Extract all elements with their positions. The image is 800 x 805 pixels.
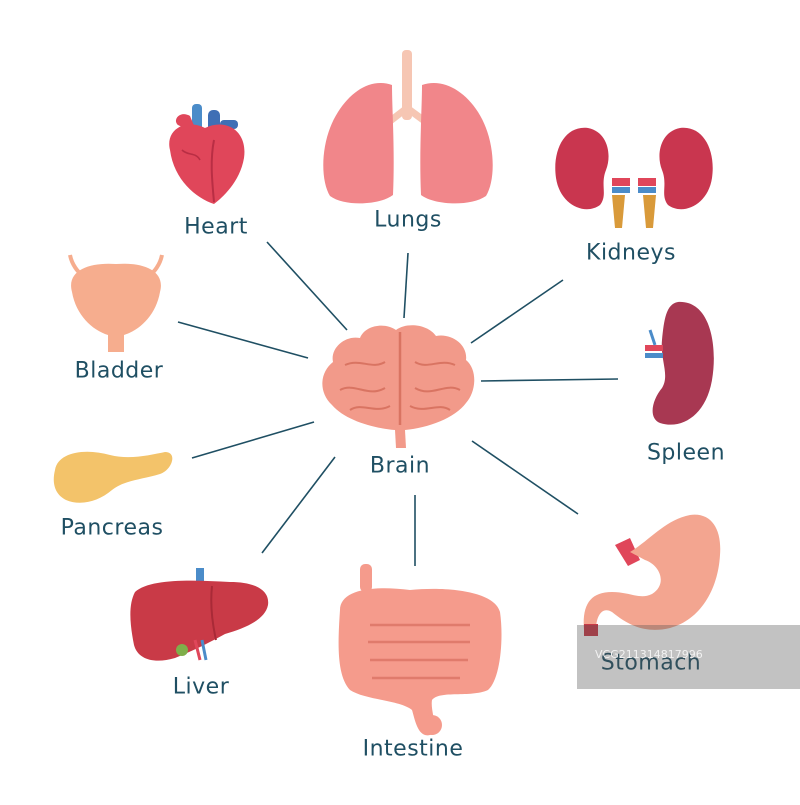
brain-label: Brain <box>369 453 431 479</box>
brain-illustration <box>322 325 475 448</box>
connector-stomach <box>471 440 579 515</box>
watermark-overlay <box>577 625 800 689</box>
lungs-label: Lungs <box>374 207 442 233</box>
lungs-illustration <box>323 50 493 204</box>
spleen-label: Spleen <box>646 440 726 466</box>
watermark-code: VCG211314817996 <box>595 648 703 661</box>
kidneys-illustration <box>555 127 713 228</box>
stomach-illustration <box>583 514 721 636</box>
connector-lines <box>177 241 619 566</box>
connector-heart <box>266 241 348 331</box>
connector-bladder <box>177 321 309 359</box>
kidneys-label: Kidneys <box>586 240 676 266</box>
connector-kidneys <box>470 279 564 344</box>
pancreas-illustration <box>53 451 173 503</box>
pancreas-label: Pancreas <box>60 515 164 541</box>
connector-lungs <box>403 252 409 319</box>
heart-illustration <box>169 104 245 204</box>
heart-label: Heart <box>184 214 248 240</box>
stomach-label: Stomach <box>600 650 702 676</box>
liver-illustration <box>130 568 269 661</box>
connector-pancreas <box>191 421 315 459</box>
intestine-illustration <box>338 564 502 736</box>
intestine-label: Intestine <box>362 736 464 762</box>
connector-liver <box>261 456 336 554</box>
connector-spleen <box>480 378 619 382</box>
spleen-illustration <box>645 301 714 425</box>
bladder-illustration <box>68 254 164 352</box>
liver-label: Liver <box>172 674 230 700</box>
bladder-label: Bladder <box>74 358 164 384</box>
